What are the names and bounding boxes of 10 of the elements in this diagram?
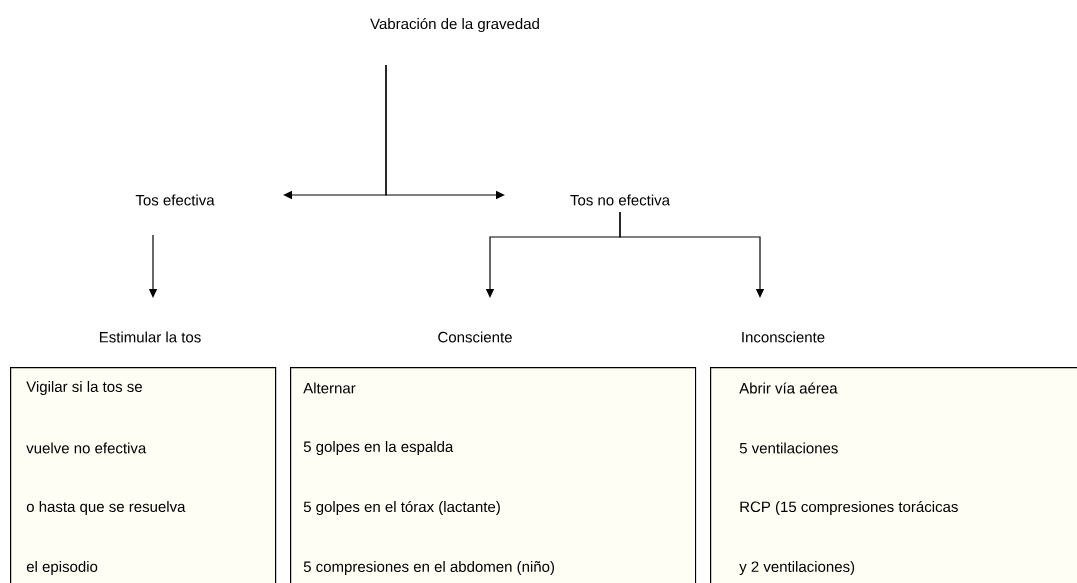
text-box: Abrir vía aérea 5 ventilaciones RCP (15 compresiones torácicas y 2 ventilaciones) — [710, 367, 1077, 583]
node-label: Estimular la tos — [99, 331, 201, 343]
node-label: Tos efectiva — [135, 194, 215, 206]
node-label: Tos no efectiva — [570, 194, 670, 206]
node-label: Vabración de la gravedad — [370, 17, 539, 33]
node-label: Consciente — [438, 331, 512, 343]
arrow — [619, 211, 765, 298]
text-box: Vigilar si la tos se vuelve no efectiva o hasta que se resuelva el episodio — [10, 367, 277, 583]
text-box: Alternar 5 golpes en la espalda 5 golpes en el tórax (lactante) 5 compresiones en el abdomen (niño) — [290, 367, 697, 583]
node-label: Inconsciente — [742, 331, 825, 343]
